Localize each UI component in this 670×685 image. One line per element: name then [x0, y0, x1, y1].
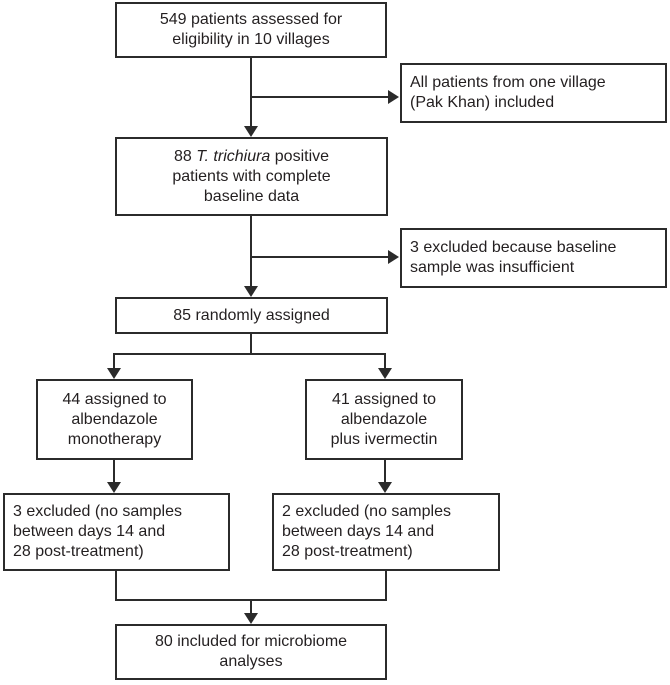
connector-excluded-albendazole-down [115, 571, 117, 601]
box-excluded-baseline-text: 3 excluded because baseline sample was i… [410, 239, 617, 276]
box-positive-patients-text: 88 T. trichiura positive patients with c… [172, 147, 331, 205]
connector-branch-to-village [251, 96, 388, 98]
connector-excluded-combination-down [385, 571, 387, 601]
box-randomized-text: 85 randomly assigned [173, 306, 330, 324]
connector-positive-to-randomized [250, 216, 252, 288]
arrowhead-into-excluded-combination [378, 482, 392, 493]
connector-split-bar [113, 353, 386, 355]
box-excluded-combination-text: 2 excluded (no samples between days 14 a… [282, 503, 451, 560]
arrowhead-into-excluded-albendazole [107, 482, 121, 493]
arrowhead-into-excluded-baseline [388, 250, 399, 264]
arrowhead-into-randomized [244, 286, 258, 297]
box-excluded-albendazole: 3 excluded (no samples between days 14 a… [3, 493, 230, 571]
connector-split-to-combination [384, 353, 386, 369]
box-village-included: All patients from one village (Pak Khan)… [400, 63, 667, 123]
box-included-microbiome-text: 80 included for microbiome analyses [154, 633, 348, 670]
box-excluded-baseline: 3 excluded because baseline sample was i… [400, 228, 667, 288]
connector-randomized-stem [250, 334, 252, 355]
box-arm-albendazole: 44 assigned to albendazole monotherapy [36, 379, 193, 460]
box-randomized: 85 randomly assigned [115, 297, 388, 334]
box-arm-albendazole-text: 44 assigned to albendazole monotherapy [62, 390, 167, 448]
arrowhead-into-arm-albendazole [107, 368, 121, 379]
box-excluded-combination: 2 excluded (no samples between days 14 a… [272, 493, 500, 571]
box-arm-combination-text: 41 assigned to albendazole plus ivermect… [330, 390, 438, 448]
connector-split-to-albendazole [113, 353, 115, 369]
arrowhead-into-arm-combination [378, 368, 392, 379]
arrowhead-into-village [388, 90, 399, 104]
box-positive-patients: 88 T. trichiura positive patients with c… [115, 137, 388, 216]
species-name-italic: T. trichiura [196, 147, 271, 165]
box-included-microbiome: 80 included for microbiome analyses [115, 624, 387, 680]
box-arm-combination: 41 assigned to albendazole plus ivermect… [305, 379, 463, 460]
connector-eligibility-to-positive [250, 58, 252, 128]
box-eligibility: 549 patients assessed for eligibility in… [115, 2, 387, 58]
connector-albendazole-to-excluded [113, 460, 115, 483]
connector-merge-bar [115, 599, 387, 601]
arrowhead-into-positive [244, 126, 258, 137]
connector-branch-to-excluded-baseline [251, 256, 388, 258]
box-eligibility-text: 549 patients assessed for eligibility in… [159, 11, 343, 48]
connector-combination-to-excluded [384, 460, 386, 483]
box-excluded-albendazole-text: 3 excluded (no samples between days 14 a… [13, 503, 182, 560]
connector-merge-stem [250, 601, 252, 614]
box-village-included-text: All patients from one village (Pak Khan)… [410, 74, 606, 111]
arrowhead-into-included-microbiome [244, 613, 258, 624]
